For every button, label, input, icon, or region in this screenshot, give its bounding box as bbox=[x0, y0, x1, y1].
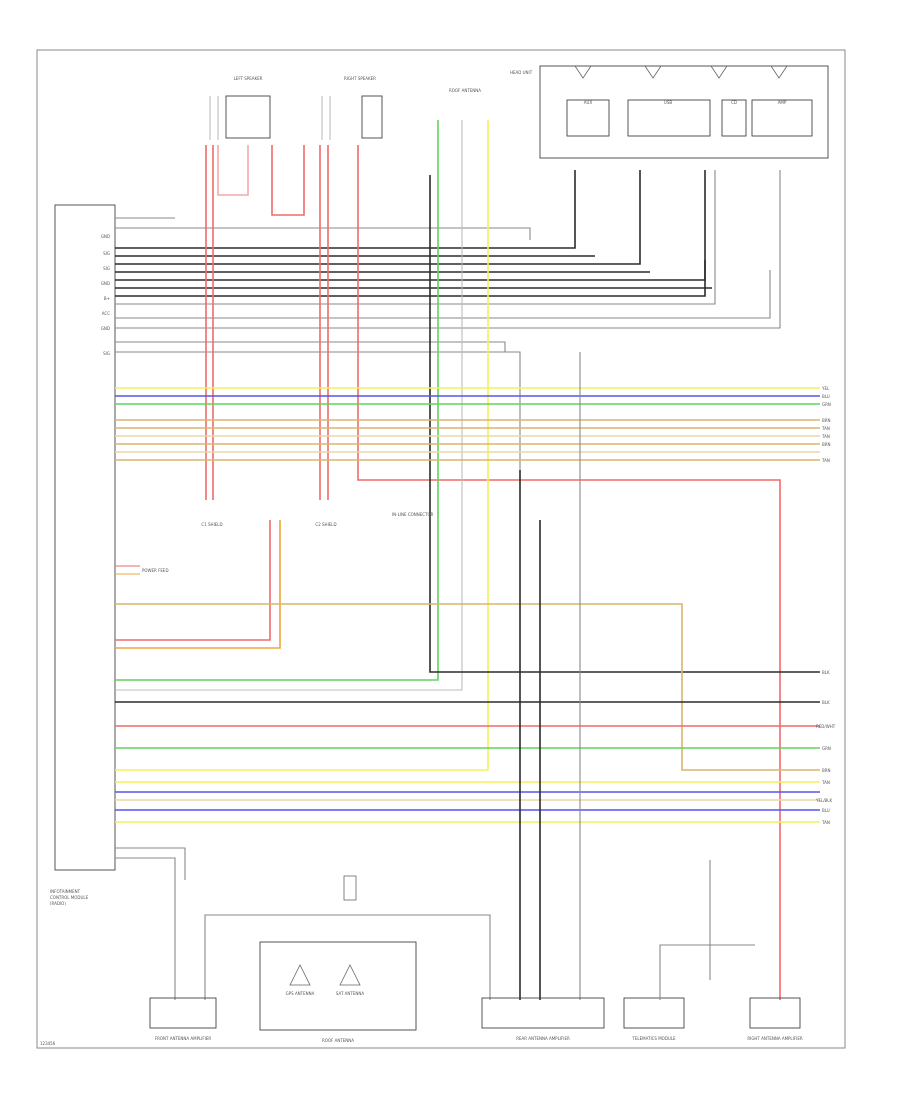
top-mid-speaker-label: RIGHT SPEAKER bbox=[344, 76, 376, 81]
pin-label: RED/WHT bbox=[816, 724, 836, 729]
top-left-speaker: LEFT SPEAKER bbox=[209, 76, 271, 140]
pin-label: BLU bbox=[822, 394, 830, 399]
telematics-label: TELEMATICS MODULE bbox=[631, 1036, 676, 1041]
module-label-2: CONTROL MODULE bbox=[50, 895, 89, 900]
head-unit-sub-2: USB bbox=[664, 100, 672, 105]
pin-label: TAN bbox=[821, 820, 830, 825]
color-bus-lower bbox=[115, 701, 820, 823]
gps-antenna-label: GPS ANTENNA bbox=[286, 991, 315, 996]
pin-label: BLK bbox=[822, 700, 830, 705]
head-unit-sub-3: CD bbox=[731, 100, 737, 105]
pin-label: GND bbox=[101, 234, 110, 239]
top-mid-speaker: RIGHT SPEAKER bbox=[321, 76, 383, 140]
head-unit-sub-1: AUX bbox=[584, 100, 593, 105]
footer-code: 123456 bbox=[40, 1041, 56, 1046]
power-feed-labels: POWER FEED bbox=[115, 565, 169, 575]
color-bus-upper bbox=[115, 387, 820, 461]
pin-label: SIG bbox=[103, 266, 110, 271]
roof-antenna-top-label: ROOF ANTENNA bbox=[449, 88, 481, 93]
pin-label: BLU bbox=[822, 808, 830, 813]
module-label-1: INFOTAINMENT bbox=[50, 889, 81, 894]
rear-amp-label: REAR ANTENNA AMPLIFIER bbox=[516, 1036, 570, 1041]
front-antenna-amplifier: FRONT ANTENNA AMPLIFIER bbox=[149, 997, 217, 1041]
pin-label: BLK bbox=[822, 670, 830, 675]
right-top-pin-labels: YEL BLU GRN BRN TAN TAN BRN TAN bbox=[821, 386, 831, 463]
roof-antenna-label: ROOF ANTENNA bbox=[322, 1038, 354, 1043]
mid-label: IN-LINE CONNECTOR bbox=[392, 512, 434, 517]
telematics-module: TELEMATICS MODULE bbox=[623, 997, 685, 1041]
pin-label: GRN bbox=[822, 746, 831, 751]
pin-label: YEL bbox=[821, 386, 830, 391]
pin-label: TAN bbox=[821, 434, 830, 439]
speaker-feeds bbox=[205, 145, 781, 1000]
front-antenna-label: FRONT ANTENNA AMPLIFIER bbox=[155, 1036, 212, 1041]
pin-label: BRN bbox=[822, 442, 831, 447]
right-low-pin-labels: BLK BLK RED/WHT GRN BRN TAN YEL/BLK BLU … bbox=[815, 670, 836, 825]
head-unit-sub-4: AMP bbox=[778, 100, 787, 105]
pin-label: SIG bbox=[103, 251, 110, 256]
rear-antenna-amplifier: REAR ANTENNA AMPLIFIER bbox=[481, 997, 605, 1041]
orange-feed bbox=[115, 520, 281, 649]
pin-label: GND bbox=[101, 281, 110, 286]
head-unit-box: HEAD UNIT AUX USB CD AMP bbox=[510, 65, 829, 159]
conn-label-1: C1 SHIELD bbox=[201, 522, 222, 527]
head-unit-label: HEAD UNIT bbox=[510, 70, 533, 75]
diagram-frame bbox=[36, 49, 846, 1049]
right-antenna-amplifier: RIGHT ANTENNA AMPLIFIER bbox=[659, 860, 803, 1041]
pin-label: ACC bbox=[102, 311, 110, 316]
pin-label: TAN bbox=[821, 426, 830, 431]
power-feed-label: POWER FEED bbox=[142, 568, 169, 573]
module-label-3: (RADIO) bbox=[50, 901, 66, 906]
pin-label: B+ bbox=[104, 296, 110, 301]
pin-label: TAN bbox=[821, 780, 830, 785]
pin-label: BRN bbox=[822, 418, 831, 423]
right-amp-label: RIGHT ANTENNA AMPLIFIER bbox=[747, 1036, 802, 1041]
top-left-speaker-label: LEFT SPEAKER bbox=[234, 76, 263, 81]
infotainment-module: INFOTAINMENT CONTROL MODULE (RADIO) bbox=[50, 204, 116, 906]
top-bus bbox=[115, 170, 781, 470]
roof-antenna-module: ROOF ANTENNA GPS ANTENNA SAT ANTENNA bbox=[259, 875, 417, 1043]
bottom-drops bbox=[115, 352, 581, 1000]
roof-antenna-feeds bbox=[115, 120, 820, 771]
pin-label: TAN bbox=[821, 458, 830, 463]
conn-label-2: C2 SHIELD bbox=[315, 522, 336, 527]
pin-label: GND bbox=[101, 326, 110, 331]
pin-label: BRN bbox=[822, 768, 831, 773]
pin-label: SIG bbox=[103, 351, 110, 356]
tan-long-wire bbox=[115, 603, 820, 771]
left-top-pin-labels: GND SIG SIG GND B+ ACC GND SIG bbox=[101, 234, 110, 356]
sat-antenna-label: SAT ANTENNA bbox=[336, 991, 364, 996]
pin-label: GRN bbox=[822, 402, 831, 407]
pin-label: YEL/BLK bbox=[815, 798, 833, 803]
